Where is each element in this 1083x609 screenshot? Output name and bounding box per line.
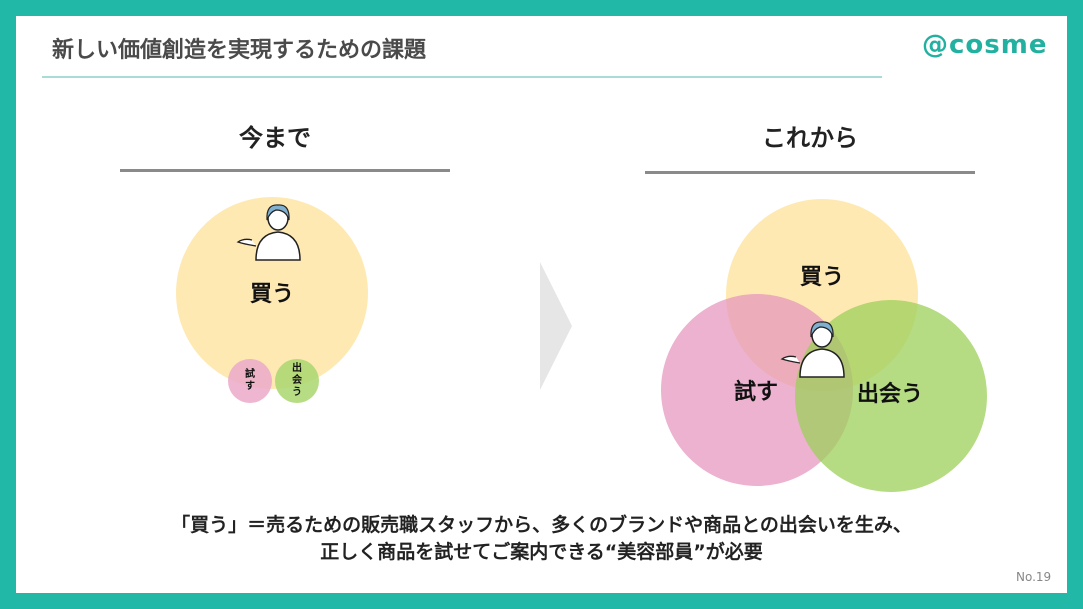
slide-title: 新しい価値創造を実現するための課題 [52, 38, 427, 63]
circle-meet-after [795, 300, 987, 492]
heading-before-line [120, 169, 450, 172]
circle-buy-before [176, 197, 368, 389]
label-meet-after: 出会う [856, 382, 924, 407]
page-number: No.19 [1016, 570, 1052, 584]
circle-meet-before [275, 359, 319, 403]
venn-diagrams [176, 197, 987, 492]
caption-line-1: 「買う」＝売るための販売職スタッフから、多くのブランドや商品との出会いを生み、 [171, 514, 912, 536]
title-underline [42, 76, 882, 78]
caption-line-2: 正しく商品を試せてご案内できる“美容部員”が必要 [320, 541, 763, 563]
cosme-logo: @cosme [922, 30, 1048, 60]
label-try-after: 試す [733, 380, 779, 405]
arrow-right-icon [540, 262, 572, 390]
circle-try-before [228, 359, 272, 403]
heading-after: これから [762, 124, 858, 152]
label-try-before: 試す [245, 369, 255, 392]
heading-after-line [645, 171, 975, 174]
label-meet-before: 出会う [292, 363, 302, 398]
slide: 新しい価値創造を実現するための課題 @cosme 今まで これから 買う 試す … [16, 16, 1067, 593]
heading-before: 今まで [239, 124, 311, 152]
label-buy-after: 買う [799, 265, 845, 290]
label-buy-before: 買う [249, 282, 295, 307]
